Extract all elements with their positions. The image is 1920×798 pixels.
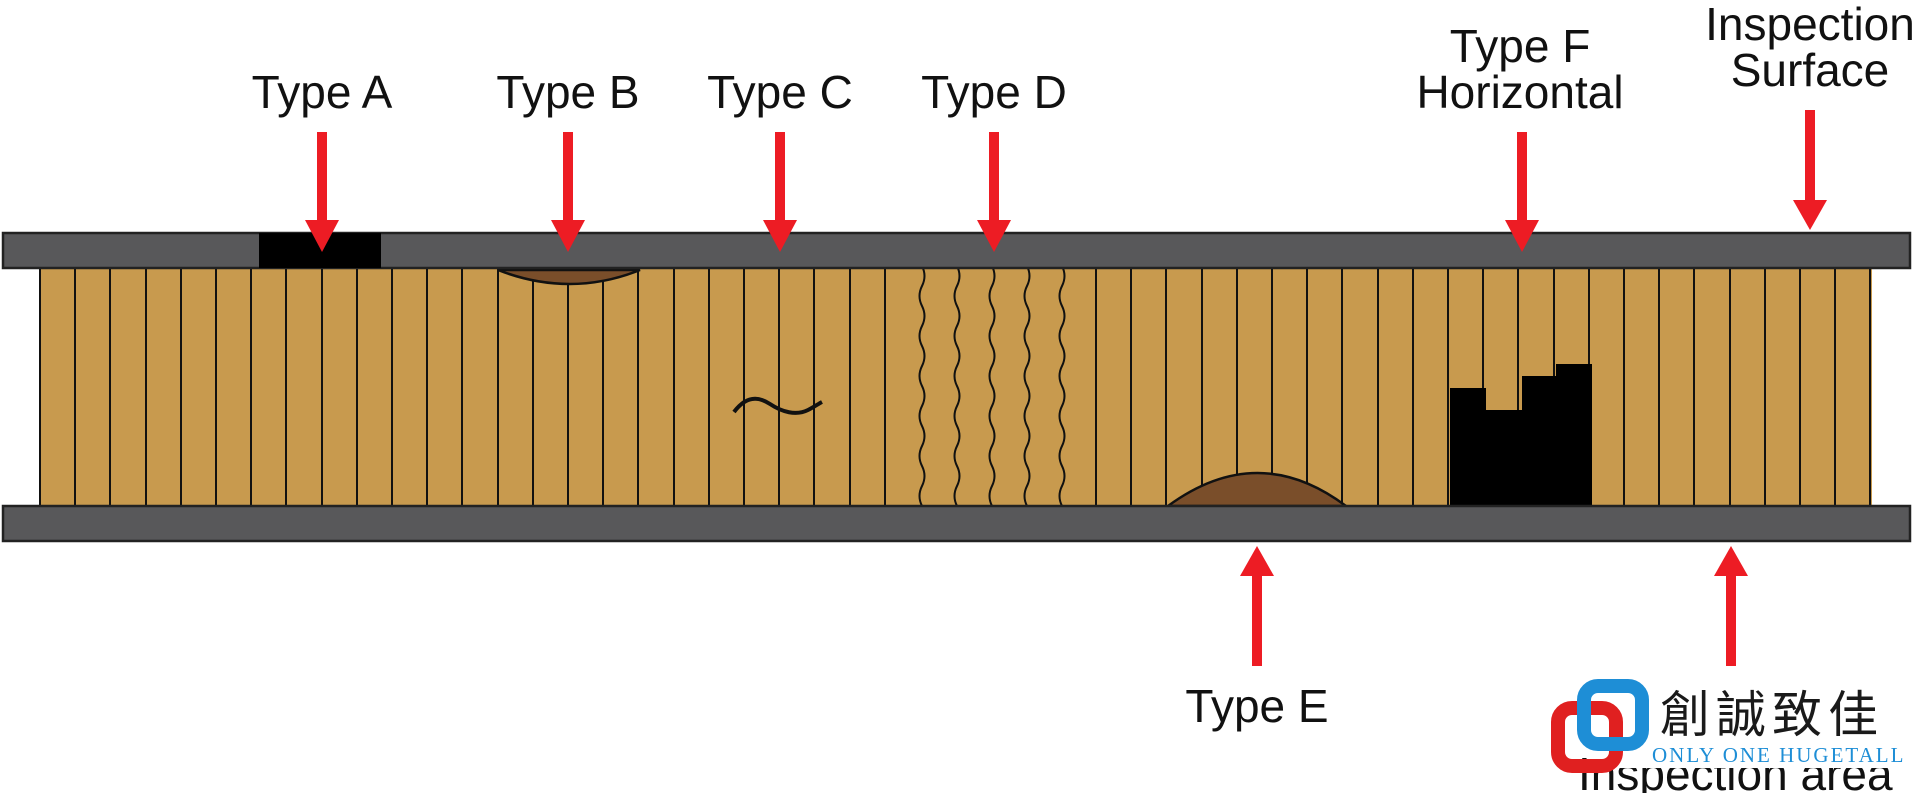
wavy-cell-wall <box>988 265 996 507</box>
arrow-type-a <box>305 132 339 252</box>
arrow-inspection-surface <box>1793 110 1827 230</box>
label-type-f-line2: Horizontal <box>1416 66 1623 118</box>
label-type-f-line1: Type F <box>1450 20 1591 72</box>
type-b-disbond <box>497 268 641 286</box>
arrow-inspection-area <box>1714 546 1748 666</box>
arrow-type-b <box>551 132 585 252</box>
label-type-b: Type B <box>496 66 639 118</box>
logo-chinese-text: 創誠致佳 <box>1660 686 1884 744</box>
type-c-crack <box>732 396 823 415</box>
arrow-type-e <box>1240 546 1274 666</box>
type-e-disbond <box>1164 471 1350 508</box>
logo-mark-icon <box>1551 679 1649 773</box>
label-inspection-surface-line1: Inspection <box>1705 0 1915 50</box>
wavy-cell-wall <box>953 265 961 507</box>
label-type-c: Type C <box>707 66 853 118</box>
label-type-a: Type A <box>252 66 393 118</box>
bottom-skin <box>1 504 1912 543</box>
logo-english-text: ONLY ONE HUGETALL <box>1652 743 1905 767</box>
arrow-type-c <box>763 132 797 252</box>
label-type-d: Type D <box>921 66 1067 118</box>
type-f-void <box>1450 364 1592 506</box>
company-logo: 創誠致佳 ONLY ONE HUGETALL <box>1551 679 1920 773</box>
core-cell-walls <box>39 266 1871 506</box>
arrow-type-f <box>1505 132 1539 252</box>
label-inspection-surface-line2: Surface <box>1731 44 1890 96</box>
wavy-cell-wall <box>1058 265 1066 507</box>
wavy-cell-wall <box>918 265 926 507</box>
label-type-e: Type E <box>1185 680 1328 732</box>
type-d-wavy-cells <box>918 265 1066 507</box>
wavy-cell-wall <box>1023 265 1031 507</box>
arrow-type-d <box>977 132 1011 252</box>
